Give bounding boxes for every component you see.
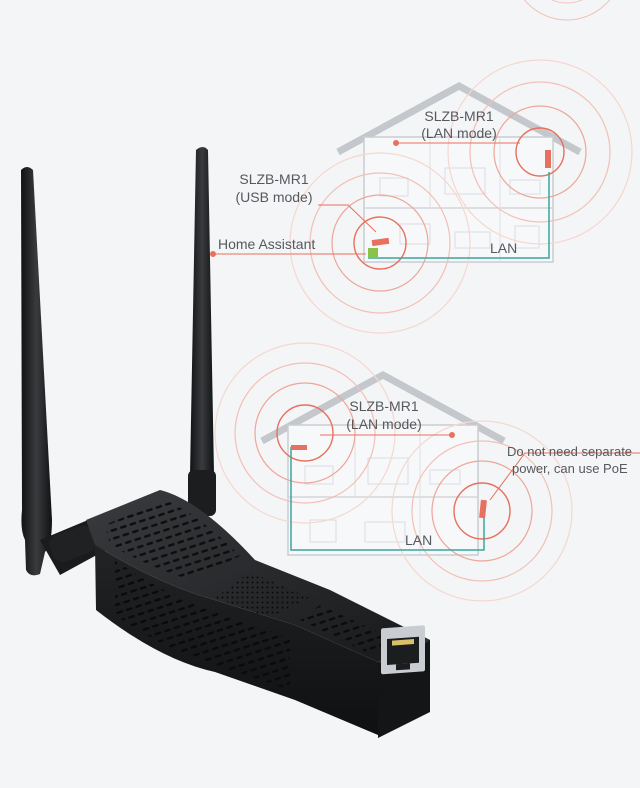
home-assistant-box [368, 248, 378, 258]
home-assistant-label: Home Assistant [218, 236, 315, 252]
bottom-house-roof [260, 371, 506, 445]
signal-rings-corner [523, 0, 611, 21]
bottom-poe-signal-rings [391, 420, 573, 602]
bottom-house-walls [287, 424, 479, 556]
bottom-leader-lines [320, 432, 640, 501]
bottom-poe-device [479, 499, 487, 519]
usb-device-mode: (USB mode) [235, 189, 312, 205]
usb-device [371, 237, 390, 247]
bottom-left-signal-rings [214, 342, 396, 524]
slzb-device [21, 147, 430, 738]
usb-signal-rings [289, 152, 471, 334]
top-device-name: SLZB-MR1 [424, 108, 493, 124]
bottom-lan-cable [290, 447, 485, 551]
top-lan-cable [368, 172, 550, 259]
poe-note-line1: Do not need separate [507, 444, 632, 459]
bottom-lan-device [291, 445, 307, 450]
poe-note-line2: power, can use PoE [512, 461, 628, 476]
top-device-mode: (LAN mode) [421, 125, 496, 141]
usb-device-name: SLZB-MR1 [239, 171, 308, 187]
top-house-roof [336, 82, 582, 156]
top-leader-lines [210, 140, 520, 257]
bottom-house [260, 371, 506, 556]
lan-bottom-label: LAN [405, 532, 432, 548]
top-lan-signal-rings [447, 59, 633, 245]
ethernet-port-icon [381, 625, 425, 675]
top-lan-device [545, 150, 551, 168]
antenna-icon [188, 147, 216, 516]
bottom-device-mode: (LAN mode) [346, 416, 421, 432]
lan-top-label: LAN [490, 240, 517, 256]
bottom-device-name: SLZB-MR1 [349, 398, 418, 414]
